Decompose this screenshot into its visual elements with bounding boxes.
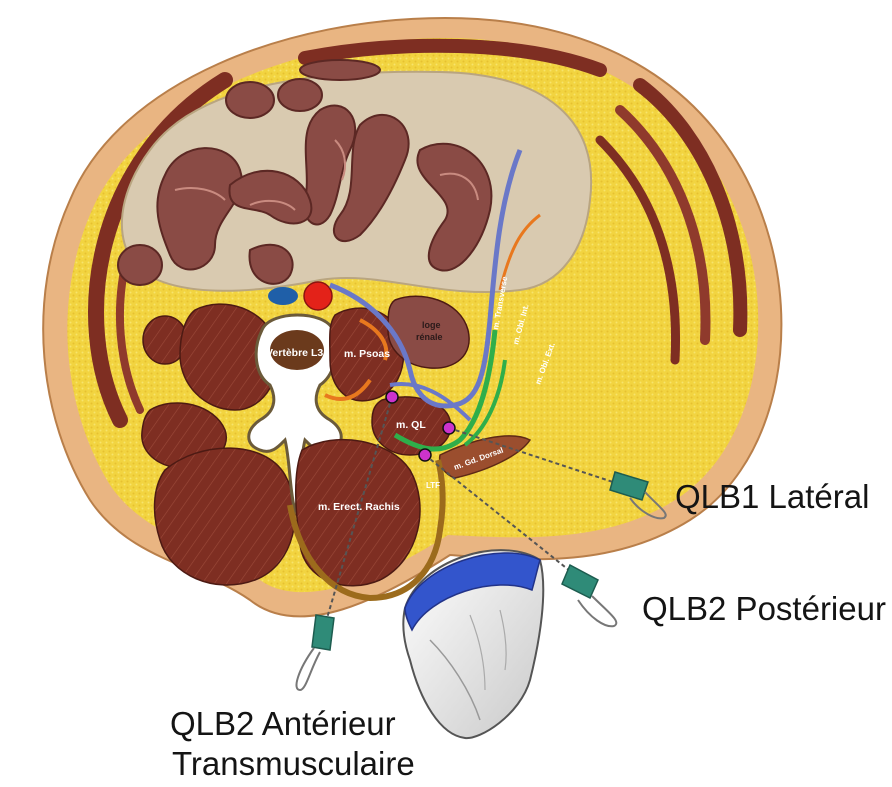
injection-point-posterieur bbox=[419, 449, 431, 461]
label-ql: m. QL bbox=[396, 419, 426, 431]
injection-point-anterieur bbox=[386, 391, 398, 403]
left-erector-spinae bbox=[155, 448, 295, 585]
callout-qlb2-posterieur: QLB2 Postérieur bbox=[642, 590, 886, 627]
aorta bbox=[304, 282, 332, 310]
label-loge-renale-2: rénale bbox=[416, 332, 443, 342]
label-vertebra: Vertèbre L3 bbox=[266, 347, 323, 359]
callout-qlb2-anterieur-line2: Transmusculaire bbox=[172, 745, 415, 782]
label-tlf: LTF bbox=[426, 481, 440, 490]
vena-cava bbox=[268, 287, 298, 305]
label-loge-renale-1: loge bbox=[422, 320, 441, 330]
ultrasound-probe bbox=[403, 550, 543, 738]
body-cross-section: Vertèbre L3 m. Psoas loge rénale m. QL m… bbox=[43, 18, 781, 616]
injection-point-lateral bbox=[443, 422, 455, 434]
label-psoas: m. Psoas bbox=[344, 348, 390, 360]
callout-qlb1-lateral: QLB1 Latéral bbox=[675, 478, 869, 515]
callout-qlb2-anterieur-line1: QLB2 Antérieur bbox=[170, 705, 396, 742]
